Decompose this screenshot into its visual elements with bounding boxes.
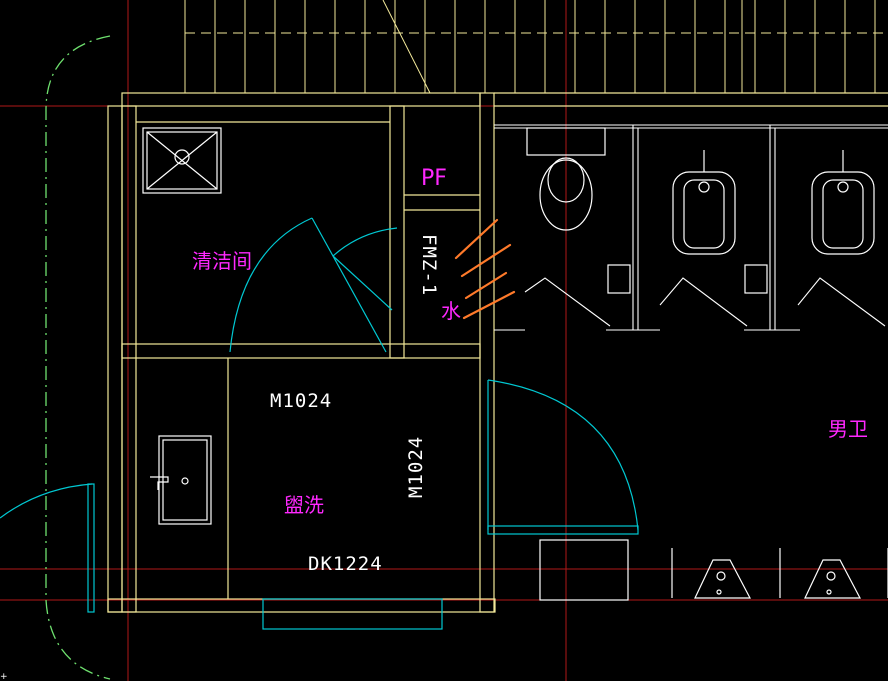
washroom-label: 盥洗: [284, 493, 324, 517]
mens-toilet-label: 男卫: [828, 417, 868, 441]
door-swings: [0, 217, 639, 630]
door-tag-vertical: M1024: [405, 436, 427, 498]
mop-sink: [142, 127, 222, 194]
squat-toilet-2: [811, 171, 875, 255]
toilet-bowl: [539, 159, 593, 231]
janitor-room-label: 清洁间: [192, 249, 252, 273]
door-tag-horizontal: M1024: [270, 390, 332, 412]
toilet-partitions: [494, 124, 888, 331]
wash-basin: [158, 435, 212, 525]
walls: [107, 92, 888, 613]
cursor-mark: +: [0, 672, 8, 681]
wet-area-hatch: [454, 218, 516, 320]
stair-treads: [184, 0, 888, 94]
toilet-tank: [526, 127, 606, 156]
contour-line: [45, 35, 111, 680]
door-opening-tag: DK1224: [308, 553, 383, 575]
squat-toilet-1: [672, 171, 736, 255]
pipe-shaft-tag: PF: [421, 166, 447, 191]
fire-door-tag: FMZ-1: [418, 234, 440, 296]
urinal-2: [804, 559, 861, 599]
water-label: 水: [441, 299, 461, 323]
fixtures: [142, 127, 888, 601]
urinal-1: [694, 559, 751, 599]
